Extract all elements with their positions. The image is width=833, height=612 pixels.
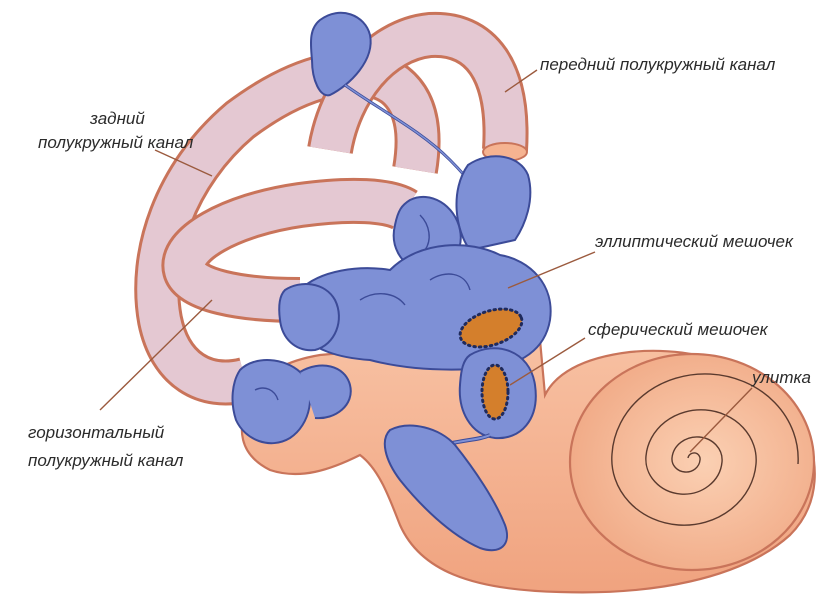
label-utricle: эллиптический мешочек xyxy=(595,232,794,251)
label-anterior-canal: передний полукружный канал xyxy=(540,55,776,74)
label-horizontal-canal-line2: полукружный канал xyxy=(28,451,184,470)
label-posterior-canal-line1: задний xyxy=(89,109,145,128)
saccule-macula xyxy=(482,365,508,419)
label-posterior-canal-line2: полукружный канал xyxy=(38,133,194,152)
label-saccule: сферический мешочек xyxy=(588,320,769,339)
label-cochlea: улитка xyxy=(751,368,811,387)
label-horizontal-canal-line1: горизонтальный xyxy=(28,423,165,442)
